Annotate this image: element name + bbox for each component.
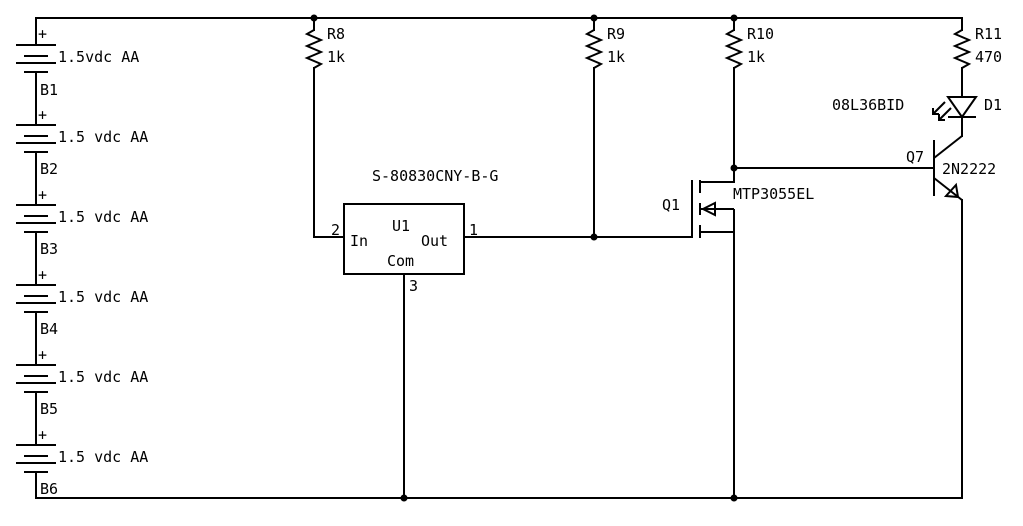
battery-b2-plus: + xyxy=(38,106,47,124)
battery-b1-plus: + xyxy=(38,25,47,43)
battery-b2-ref: B2 xyxy=(40,160,58,178)
transistor-q7: Q7 2N2222 xyxy=(733,135,996,499)
resistor-r8: R8 1k xyxy=(304,14,345,238)
led-d1-ref: D1 xyxy=(984,96,1002,114)
ic-u1-pin-in: 2 xyxy=(331,221,340,239)
resistor-r10: R10 1k xyxy=(724,14,774,183)
battery-b2-rating: 1.5 vdc AA xyxy=(58,128,148,146)
battery-b6: + 1.5 vdc AA B6 xyxy=(16,426,148,499)
battery-b5-plus: + xyxy=(38,346,47,364)
resistor-r11: R11 470 xyxy=(952,17,1002,97)
battery-stack: + 1.5vdc AA B1 + 1.5 vdc AA B2 + 1.5 vdc… xyxy=(16,17,148,499)
ic-u1-pin-out: 1 xyxy=(469,221,478,239)
battery-b4-ref: B4 xyxy=(40,320,58,338)
battery-b3-plus: + xyxy=(38,186,47,204)
battery-b4: + 1.5 vdc AA B4 xyxy=(16,266,148,365)
battery-b5: + 1.5 vdc AA B5 xyxy=(16,346,148,445)
battery-b3-ref: B3 xyxy=(40,240,58,258)
battery-b6-rating: 1.5 vdc AA xyxy=(58,448,148,466)
transistor-q7-ref: Q7 xyxy=(906,148,924,166)
resistor-r11-ref: R11 xyxy=(975,25,1002,43)
resistor-r8-ref: R8 xyxy=(327,25,345,43)
battery-b3-rating: 1.5 vdc AA xyxy=(58,208,148,226)
battery-b1: + 1.5vdc AA B1 xyxy=(16,25,139,125)
mosfet-q1-ref: Q1 xyxy=(662,196,680,214)
resistor-r9-value: 1k xyxy=(607,48,625,66)
ic-u1: S-80830CNY-B-G U1 In Out Com 2 1 3 xyxy=(313,167,693,499)
ic-u1-com-label: Com xyxy=(387,252,414,270)
battery-b6-ref: B6 xyxy=(40,480,58,498)
ic-u1-pin-com: 3 xyxy=(409,277,418,295)
battery-b6-plus: + xyxy=(38,426,47,444)
ground-junction-q1 xyxy=(730,494,738,502)
led-d1: 08L36BID D1 xyxy=(832,96,1002,137)
ic-u1-out-label: Out xyxy=(421,232,448,250)
battery-b5-ref: B5 xyxy=(40,400,58,418)
battery-b2: + 1.5 vdc AA B2 xyxy=(16,106,148,205)
mosfet-q1: Q1 MTP3055EL xyxy=(662,180,814,499)
ic-u1-part: S-80830CNY-B-G xyxy=(372,167,498,185)
battery-b1-ref: B1 xyxy=(40,81,58,99)
resistor-r11-value: 470 xyxy=(975,48,1002,66)
battery-b4-rating: 1.5 vdc AA xyxy=(58,288,148,306)
ic-u1-ref: U1 xyxy=(392,217,410,235)
ic-u1-in-label: In xyxy=(350,232,368,250)
resistor-r10-ref: R10 xyxy=(747,25,774,43)
battery-b1-rating: 1.5vdc AA xyxy=(58,48,139,66)
resistor-r10-value: 1k xyxy=(747,48,765,66)
transistor-q7-part: 2N2222 xyxy=(942,160,996,178)
ground-junction-u1 xyxy=(400,494,408,502)
resistor-r8-value: 1k xyxy=(327,48,345,66)
resistor-r9-ref: R9 xyxy=(607,25,625,43)
battery-b3: + 1.5 vdc AA B3 xyxy=(16,186,148,285)
resistor-r9: R9 1k xyxy=(584,14,625,241)
battery-b5-rating: 1.5 vdc AA xyxy=(58,368,148,386)
battery-b4-plus: + xyxy=(38,266,47,284)
led-d1-part: 08L36BID xyxy=(832,96,904,114)
mosfet-q1-part: MTP3055EL xyxy=(733,185,814,203)
